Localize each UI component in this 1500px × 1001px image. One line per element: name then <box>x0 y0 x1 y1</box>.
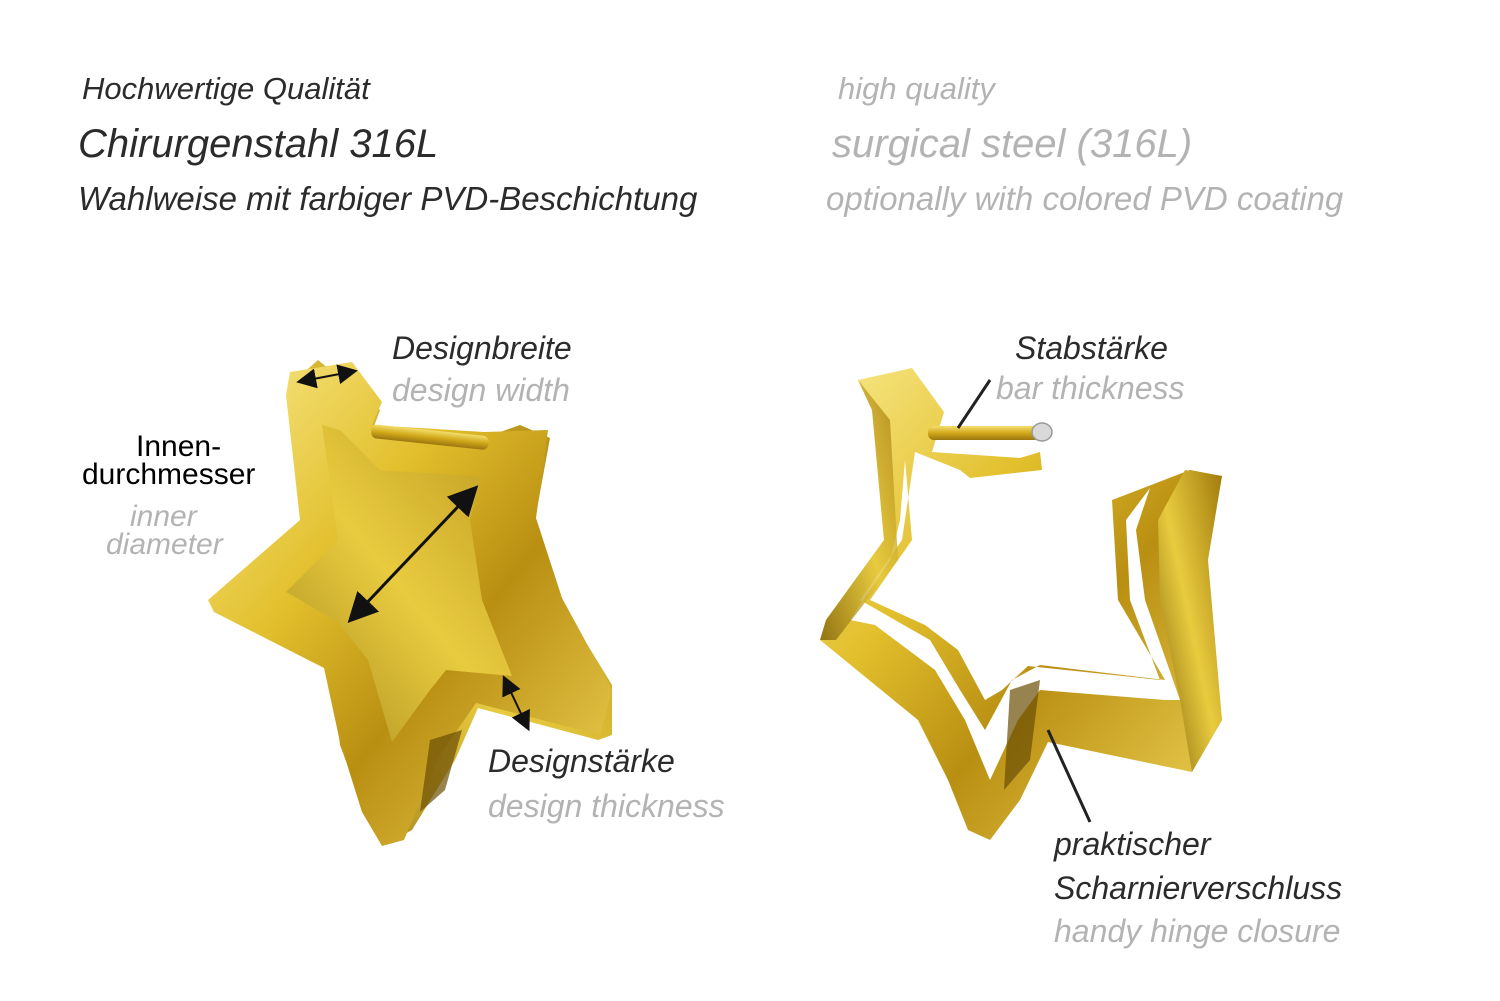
hinge-label-de-1: praktischer <box>1054 826 1211 862</box>
header-de-quality: Hochwertige Qualität <box>82 71 370 106</box>
inner-diameter-label-en-1: inner <box>130 500 197 533</box>
design-thickness-label-en: design thickness <box>488 788 725 824</box>
hinge-label-de-2: Scharnierverschluss <box>1054 870 1343 906</box>
design-width-label-de: Designbreite <box>392 330 572 366</box>
design-thickness-label-de: Designstärke <box>488 743 675 779</box>
inner-diameter-label-en-2: diameter <box>106 528 223 561</box>
bar-thickness-label-de: Stabstärke <box>1015 330 1168 366</box>
hinge-label-en: handy hinge closure <box>1054 913 1341 949</box>
hinge-pointer <box>1046 729 1092 823</box>
inner-diameter-arrow <box>347 485 479 624</box>
header-de-material: Chirurgenstahl 316L <box>78 122 439 166</box>
right-earring <box>820 368 1222 840</box>
inner-diameter-label-de-1: Innen- <box>136 430 222 463</box>
header-en-material: surgical steel (316L) <box>832 122 1193 166</box>
design-thickness-arrow <box>502 675 530 732</box>
header-de-coating: Wahlweise mit farbiger PVD-Beschichtung <box>78 180 698 217</box>
bar-thickness-pointer <box>956 379 992 429</box>
design-width-arrow <box>296 364 358 389</box>
design-width-label-en: design width <box>392 372 570 408</box>
header-en-coating: optionally with colored PVD coating <box>826 180 1344 217</box>
inner-diameter-label-de-2: durchmesser <box>82 458 256 491</box>
header-en-quality: high quality <box>838 71 995 106</box>
bar-thickness-label-en: bar thickness <box>996 370 1185 406</box>
